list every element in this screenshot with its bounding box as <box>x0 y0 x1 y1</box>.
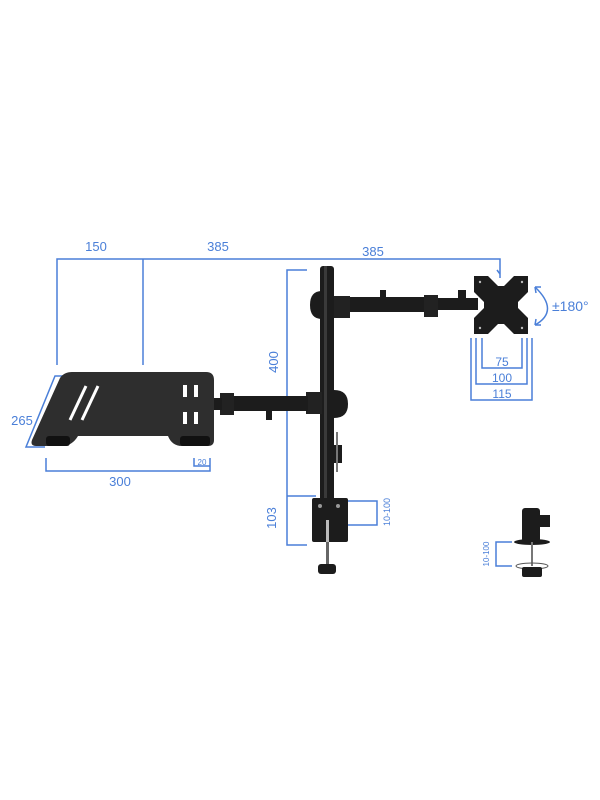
dim-pole-height: 400 <box>266 351 281 373</box>
vesa-plate <box>474 276 528 334</box>
dim-vesa-100: 100 <box>492 371 512 385</box>
dim-tray-width: 300 <box>109 474 131 489</box>
clamp-range-dimension <box>347 500 378 526</box>
inset-clamp-detail <box>514 508 550 577</box>
dim-vesa-75: 75 <box>495 355 509 369</box>
monitor-arm[interactable] <box>310 290 478 319</box>
tray-width-dimension <box>45 458 211 472</box>
dim-clamp-height: 103 <box>264 507 279 529</box>
vesa-dimensions <box>470 286 549 401</box>
laptop-tray <box>31 372 214 446</box>
dim-inset-range: 10-100 <box>482 541 491 566</box>
dim-tray-depth: 265 <box>11 413 33 428</box>
dim-plate-115: 115 <box>492 387 511 401</box>
dim-tray-offset: 150 <box>85 239 107 254</box>
tray-depth-dimension <box>24 375 64 448</box>
pole <box>320 266 334 516</box>
dim-laptop-arm-reach: 385 <box>207 239 229 254</box>
inset-range-dimension <box>495 541 512 567</box>
dim-rotation: ±180° <box>552 298 589 314</box>
dim-clamp-range: 10-100 <box>382 498 392 526</box>
c-clamp[interactable] <box>312 498 348 574</box>
dim-monitor-arm-reach: 385 <box>362 244 384 259</box>
dim-tray-lip: 20 <box>198 458 207 467</box>
cable-clip <box>332 432 342 472</box>
top-dimension-lines <box>56 258 501 365</box>
laptop-arm[interactable] <box>204 390 348 420</box>
